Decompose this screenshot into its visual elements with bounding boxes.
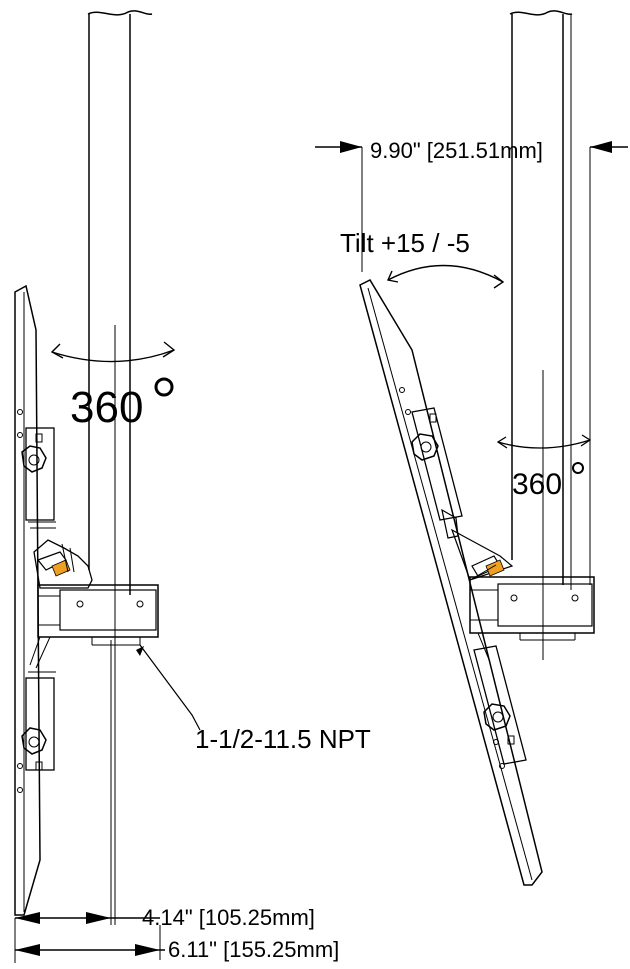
left-ceiling-pole [87,10,153,925]
left-swivel-housing [29,584,159,669]
right-tilted-view: 9.90" [251.51mm] Tilt +15 / -5 360 [315,10,628,886]
width-dimension-label: 9.90" [251.51mm] [370,138,543,163]
depth-short-label: 4.14" [105.25mm] [142,905,315,930]
thread-spec-label: 1-1/2-11.5 NPT [195,724,371,754]
left-lower-bracket [17,671,56,793]
right-lower-bracket [473,645,527,769]
left-hinge-mechanism [33,539,93,589]
right-rotation-arc [496,434,592,449]
right-hinge-mechanism [441,508,514,581]
right-swivel-housing [469,576,595,663]
width-dimension [315,141,628,585]
right-upper-bracket [399,387,463,521]
right-degree-symbol [572,462,584,474]
left-rotation-label: 360 [70,383,143,432]
left-degree-symbol [154,377,174,397]
right-ceiling-pole [509,10,573,660]
depth-dimension-short [14,912,160,963]
left-side-view: 360 [14,10,371,963]
right-rotation-label: 360 [512,468,562,501]
depth-dimension-long [15,925,165,960]
depth-long-label: 6.11" [155.25mm] [168,937,339,962]
right-tv-panel [359,279,543,886]
tilt-range-label: Tilt +15 / -5 [340,228,470,258]
left-upper-bracket [17,409,56,529]
left-tv-panel [14,284,41,916]
left-rotation-arc [50,341,176,363]
thread-leader-line [136,644,201,731]
tilt-arc [387,264,505,289]
